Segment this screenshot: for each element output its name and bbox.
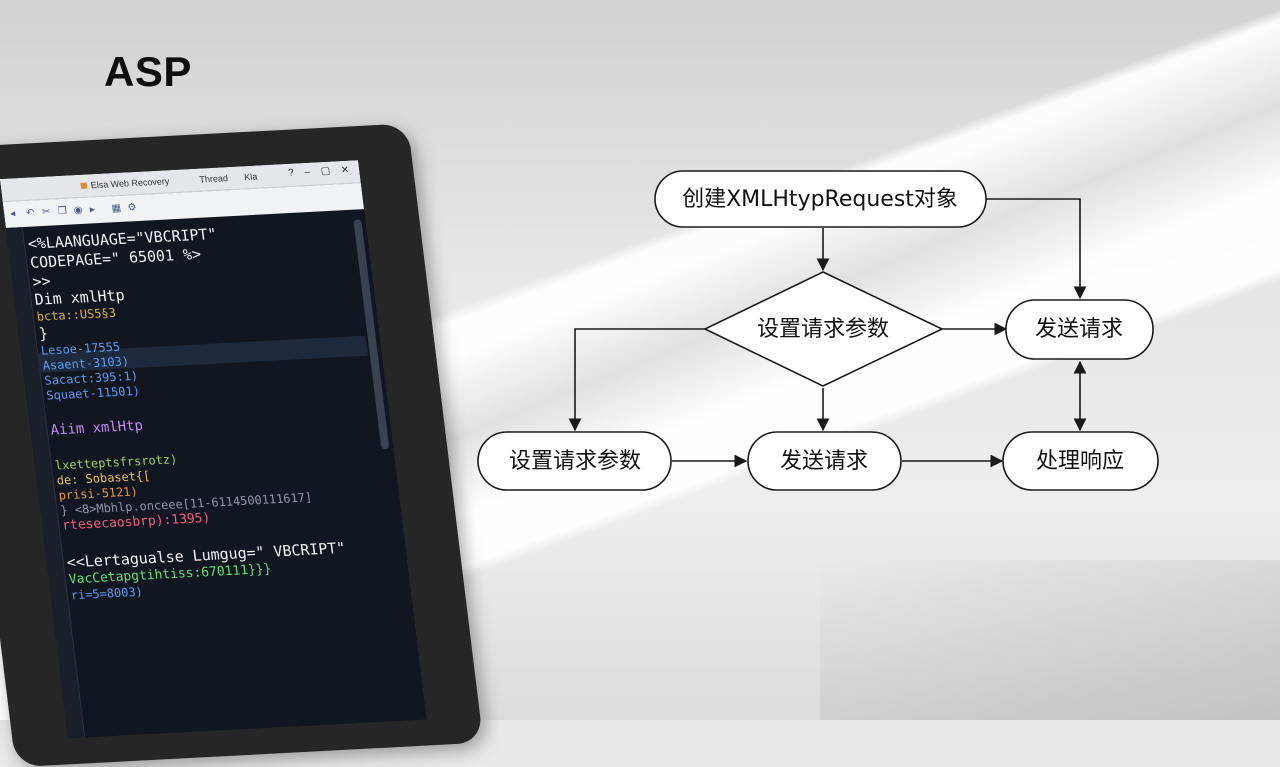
node-label: 处理响应 (1036, 449, 1124, 474)
node-shape (747, 431, 902, 491)
node-send-request-right: 发送请求 (1005, 299, 1154, 360)
node-shape (1002, 431, 1159, 491)
node-label: 设置请求参数 (757, 317, 889, 342)
flowchart: 创建XMLHtypRequest对象 设置请求参数 发送请求 设置请求参数 发送… (477, 170, 1159, 491)
node-label: 创建XMLHtypRequest对象 (682, 187, 958, 212)
node-shape (477, 431, 672, 491)
node-label: 设置请求参数 (509, 449, 641, 474)
floor-shadow (820, 560, 1280, 720)
edge-create-to-send-right (986, 198, 1087, 300)
decision-diamond (703, 271, 944, 387)
node-label: 发送请求 (780, 449, 868, 474)
node-label: 发送请求 (1035, 317, 1123, 342)
node-create-xmlhttp: 创建XMLHtypRequest对象 (654, 170, 987, 228)
page-title: ASP (104, 48, 192, 95)
node-shape (654, 170, 987, 228)
node-send-request-middle: 发送请求 (747, 431, 902, 491)
edge-decision-to-set-params (568, 328, 705, 432)
node-set-params: 设置请求参数 (477, 431, 672, 491)
node-handle-response: 处理响应 (1002, 431, 1159, 491)
node-decision-set-params: 设置请求参数 (703, 271, 944, 387)
node-shape (1005, 299, 1154, 360)
